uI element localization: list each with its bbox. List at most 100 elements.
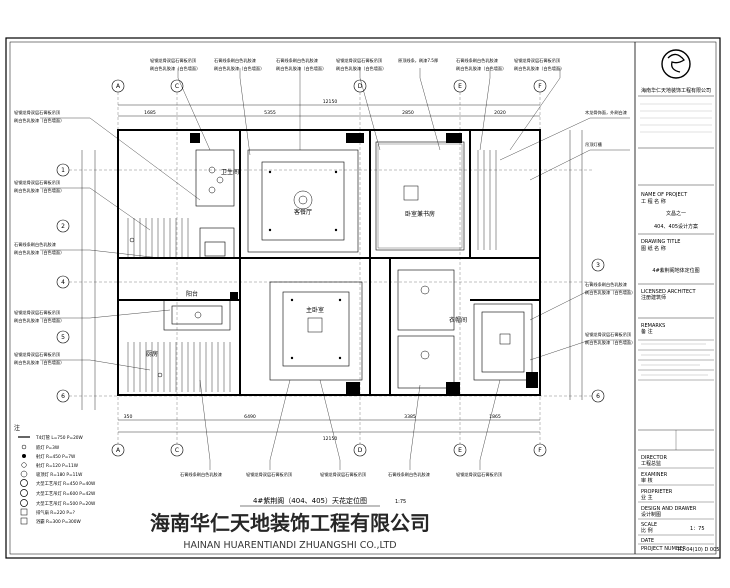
watermark-company-pinyin: HAINAN HUARENTIANDI ZHUANGSHI CO.,LTD: [183, 540, 396, 551]
axis-left-4: 4: [61, 279, 65, 286]
note-top-3: 石膏线条刷白色乳胶漆: [276, 57, 318, 64]
room-label-bathroom: 卫生间: [221, 168, 239, 176]
note-top-7b: 刷白色乳胶漆（白色墙面）: [514, 65, 564, 72]
dim-top-2: 5355: [264, 110, 276, 116]
drawing-title-cn-label: 图 纸 名 称: [641, 245, 666, 252]
scale-value: 1：75: [690, 526, 705, 532]
proprieter-label: PROPRIETER: [641, 489, 673, 495]
examiner-cn-label: 审 核: [641, 477, 653, 484]
title-block: 海南华仁天地装饰工程有限公司 NAME OF PROJECT 工 程 名 称 文…: [638, 49, 719, 553]
axis-left-5: 5: [61, 334, 65, 341]
note-top-2b: 刷白色乳胶漆（白色墙面）: [214, 65, 264, 72]
legend-item-1: T4灯管 L=750 P=20W: [35, 434, 84, 441]
legend-item-2: 嵌灯 P=3W: [36, 444, 60, 451]
note-right-1: 木龙骨饰面，外刷白漆: [585, 109, 627, 116]
dim-top-3: 2850: [402, 110, 414, 116]
licensed-cn-label: 注册建筑师: [641, 294, 666, 301]
room-label-master-bedroom: 主卧室: [306, 306, 324, 314]
name-of-project-cn-label: 工 程 名 称: [641, 198, 666, 205]
ceiling-outlines: [163, 141, 533, 389]
director-cn-label: 工程总监: [641, 460, 661, 467]
legend-title: 注: [14, 424, 20, 432]
drawing-title: 4#紫荆阁（404、405）天花定位图: [253, 496, 367, 505]
fixture-legend: 注 T4灯管 L=750 P=20W 嵌灯 P=3W 射灯 R=450 P=7W…: [14, 424, 96, 525]
axis-bubbles: [56, 79, 605, 457]
legend-item-10: 浴霸 R=300 P=300W: [36, 518, 82, 525]
legend-item-6: 大型工艺吊灯 R=450 P=40W: [36, 480, 96, 487]
note-right-4: 轻钢龙骨双层石膏板吊顶: [585, 331, 632, 338]
room-label-study: 卧室兼书房: [405, 210, 435, 218]
axis-left-1: 1: [61, 167, 65, 174]
licensed-label: LICENSED ARCHITECT: [641, 289, 696, 295]
light-fixtures: [129, 166, 511, 378]
note-top-4b: 刷白色乳胶漆（白色墙面）: [336, 65, 386, 72]
axis-bottom-d: D: [358, 447, 363, 454]
dimension-lines: [81, 104, 583, 433]
project-line-2: 404、405设计方案: [654, 223, 698, 230]
director-label: DIRECTOR: [641, 455, 667, 461]
dim-bottom-3: 3385: [404, 414, 416, 420]
leader-lines: [40, 68, 630, 470]
note-left-1b: 刷白色乳胶漆（白色墙面）: [14, 117, 64, 124]
axis-bottom-c: C: [175, 447, 179, 454]
note-top-3b: 刷白色乳胶漆（白色墙面）: [276, 65, 326, 72]
watermark-company: 海南华仁天地装饰工程有限公司: [150, 511, 430, 535]
note-bottom-3: 轻钢龙骨双层石膏板吊顶: [320, 471, 367, 478]
note-left-4b: 刷白色乳胶漆（白色墙面）: [14, 317, 64, 324]
room-label-living: 客餐厅: [294, 208, 312, 216]
design-cn-label: 设计制图: [641, 511, 661, 518]
project-line-1: 文昌之一: [666, 210, 686, 217]
axis-top-d: D: [358, 83, 363, 90]
examiner-label: EXAMINER: [641, 472, 668, 478]
proprieter-cn-label: 业 主: [641, 494, 653, 501]
legend-item-5: 吸顶灯 R=180 P=11W: [36, 471, 83, 478]
dim-top-total: 12150: [323, 99, 338, 105]
note-top-4: 轻钢龙骨双层石膏板吊顶: [336, 57, 383, 64]
note-top-6: 石膏线条刷白色乳胶漆: [456, 57, 498, 64]
note-bottom-1: 石膏线条刷白色乳胶漆: [180, 471, 222, 478]
legend-item-9: 排气扇 R=220 P=?: [36, 509, 75, 516]
note-right-3: 石膏线条刷白色乳胶漆: [585, 281, 627, 288]
plan-walls: [117, 129, 541, 396]
structural-columns: [190, 133, 538, 394]
axis-bottom-a: A: [116, 447, 121, 454]
axis-bottom-f: F: [538, 447, 542, 454]
name-of-project-label: NAME OF PROJECT: [641, 192, 688, 198]
note-bottom-2: 轻钢龙骨双层石膏板吊顶: [246, 471, 293, 478]
sheet-label: PROJECT NUMBER: [641, 546, 686, 552]
note-right-3b: 刷白色乳胶漆（白色墙面）: [585, 289, 635, 296]
note-left-2: 轻钢龙骨双层石膏板吊顶: [14, 179, 61, 186]
note-top-1: 轻钢龙骨双层石膏板吊顶: [150, 57, 197, 64]
inner-border: [9, 41, 717, 555]
note-bottom-5: 轻钢龙骨双层石膏板吊顶: [456, 471, 503, 478]
legend-item-7: 大型工艺吊灯 R=600 P=42W: [36, 490, 96, 497]
dim-bottom-2: 6490: [244, 414, 256, 420]
sheet-value: R1 04(10) D 005: [678, 547, 719, 553]
dim-top-4: 2020: [494, 110, 506, 116]
dim-bottom-total: 12150: [323, 436, 338, 442]
date-label: DATE: [641, 538, 654, 544]
axis-top-f: F: [538, 83, 542, 90]
note-left-3: 石膏线条刷白色乳胶漆: [14, 241, 56, 248]
room-label-balcony: 阳台: [186, 290, 198, 298]
axis-right-6: 6: [596, 393, 600, 400]
axis-bottom-e: E: [458, 447, 462, 454]
axis-top-c: C: [175, 83, 179, 90]
axis-top-a: A: [116, 83, 121, 90]
dim-top-1: 1685: [144, 110, 156, 116]
room-label-kitchen: 厨房: [146, 350, 158, 358]
dim-bottom-4: 1865: [489, 414, 501, 420]
dim-bottom-1: 350: [124, 414, 133, 420]
note-top-2: 石膏线条刷白色乳胶漆: [214, 57, 256, 64]
legend-item-8: 大型工艺吊灯 R=500 P=20W: [36, 500, 96, 507]
note-left-4: 轻钢龙骨双层石膏板吊顶: [14, 309, 61, 316]
scale-label: SCALE: [641, 522, 657, 528]
hatch-pattern: [127, 150, 497, 392]
room-label-cloakroom: 衣帽间: [449, 316, 467, 324]
note-left-5b: 刷白色乳胶漆（白色墙面）: [14, 359, 64, 366]
company-name: 海南华仁天地装饰工程有限公司: [641, 87, 711, 94]
note-left-3b: 刷白色乳胶漆（白色墙面）: [14, 249, 64, 256]
axis-right-3: 3: [596, 262, 600, 269]
axis-top-e: E: [458, 83, 462, 90]
